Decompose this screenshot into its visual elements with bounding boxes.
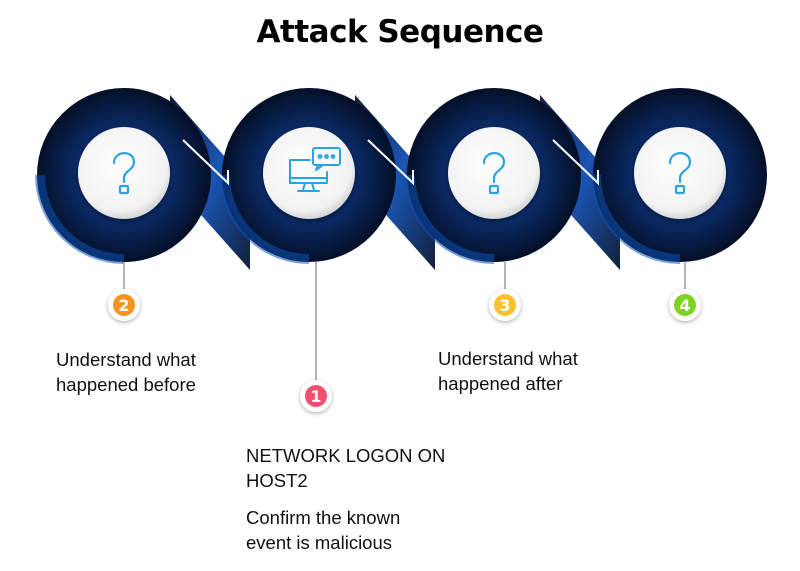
svg-text:4: 4 xyxy=(679,296,690,315)
step-3-description: Understand what happened after xyxy=(438,348,578,394)
node-step-2 xyxy=(78,127,170,219)
step-1-description: Confirm the known event is malicious xyxy=(246,507,401,553)
step-badge-3: 3 xyxy=(489,289,521,321)
node-step-1 xyxy=(263,127,355,219)
node-step-4 xyxy=(634,127,726,219)
svg-text:1: 1 xyxy=(310,387,321,406)
question-icon xyxy=(668,152,692,195)
computer-chat-icon xyxy=(289,147,341,192)
node-step-3 xyxy=(448,127,540,219)
connector-arrows xyxy=(182,139,599,186)
step-1-title: NETWORK LOGON ON HOST2 xyxy=(246,445,446,491)
step-badge-1: 1 xyxy=(300,380,332,412)
svg-text:3: 3 xyxy=(499,296,510,315)
step-2-description: Understand what happened before xyxy=(56,349,196,395)
step-badge-2: 2 xyxy=(108,289,140,321)
question-icon xyxy=(482,152,506,195)
svg-text:2: 2 xyxy=(118,296,129,315)
diagram-title: Attack Sequence xyxy=(256,14,544,50)
leader-lines xyxy=(123,262,686,383)
step-badge-4: 4 xyxy=(669,289,701,321)
question-icon xyxy=(112,152,136,195)
